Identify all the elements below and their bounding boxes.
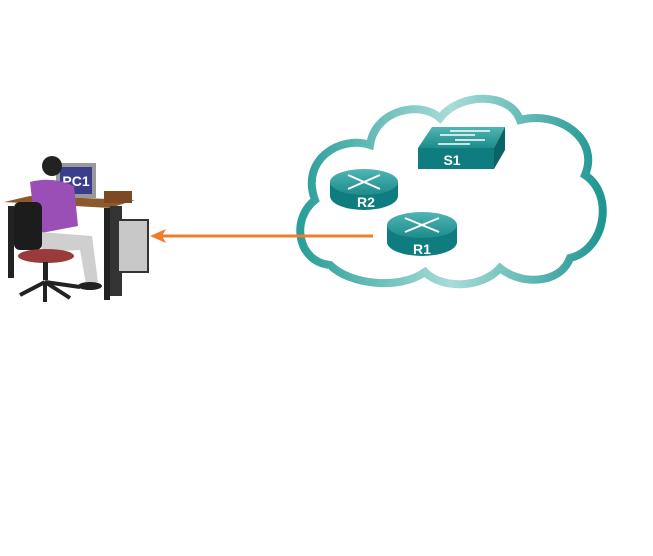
network-cloud [296,94,607,289]
pc1-workstation[interactable]: PC1 [4,156,149,302]
router-r1[interactable]: R1 [387,212,457,257]
pc-tower-icon [117,219,149,273]
link-arrow [150,229,373,243]
router-arrows-icon [404,217,440,233]
router-label: R2 [357,194,375,210]
switch-arrows-icon [438,130,490,145]
router-label: R1 [413,241,431,257]
switch-s1[interactable]: S1 [418,127,505,169]
router-arrows-icon [347,174,381,190]
router-r2[interactable]: R2 [330,169,398,210]
switch-label: S1 [443,152,460,168]
